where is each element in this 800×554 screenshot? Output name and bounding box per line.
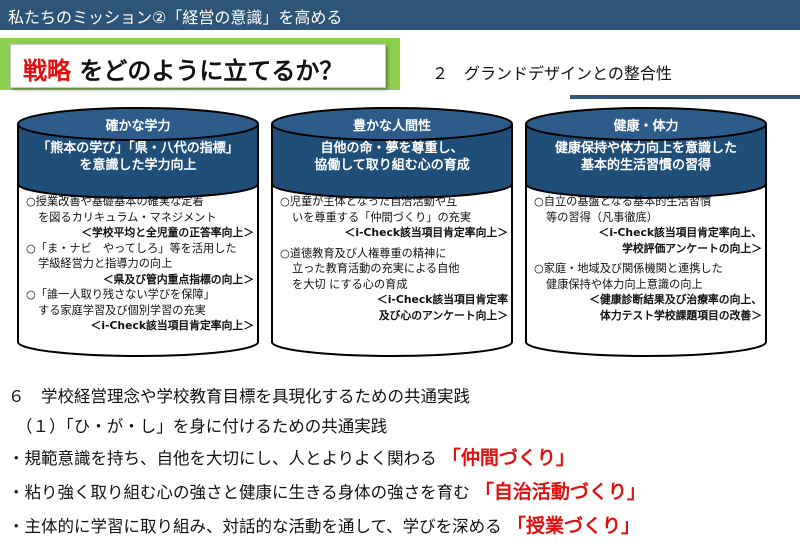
- headline-strong: 戦略: [23, 57, 71, 85]
- practice-row: ・主体的に学習に取り組み、対話的な活動を通して、学びを深める 「授業づくり」: [8, 515, 640, 537]
- pillar-shape: [525, 107, 767, 357]
- list-item: ○家庭・地域及び関係機関と連携した 健康保持や体力向上意識の向上 ＜健康診断結果…: [534, 262, 762, 322]
- pillar-items: ○児童が主体となった自治活動や互 いを尊重する「仲間づくり」の充実 ＜i-Che…: [280, 194, 508, 323]
- pillar-goal: 「熊本の学び」「県・八代の指標」 を意識した学力向上: [37, 141, 239, 173]
- list-item: ○「誰一人取り残さない学びを保障」 する家庭学習及び個別学習の充実 ＜i-Che…: [26, 288, 254, 332]
- list-item: ○授業改善や基礎基本の確実な定着 を図るカリキュラム・マネジメント ＜学校平均と…: [26, 195, 254, 239]
- headline-text: 戦略 をどのように立てるか？: [23, 51, 343, 86]
- practice-tag: 「仲間づくり」: [441, 447, 575, 469]
- pillar-goal: 健康保持や体力向上を意識した 基本的生活習慣の習得: [554, 141, 737, 173]
- pillar-humanity: 豊かな人間性 自他の命・夢を尊重し、 協働して取り組む心の育成 ○児童が主体とな…: [268, 104, 516, 358]
- pillar-health: 健康・体力 健康保持や体力向上を意識した 基本的生活習慣の習得 ○自立の基盤とな…: [522, 104, 770, 358]
- practice-tag: 「授業づくり」: [506, 515, 640, 537]
- list-item: ○道徳教育及び人権尊重の精神に 立った教育活動の充実による自他 を大切 にする心…: [280, 246, 508, 322]
- practice-subheading: （１）「ひ・が・し」を身に付けるための共通実践: [16, 417, 388, 436]
- pillar-shape: [271, 107, 513, 357]
- practice-tag: 「自治活動づくり」: [474, 481, 646, 503]
- practice-row: ・規範意識を持ち、自他を大切にし、人とよりよく関わる 「仲間づくり」: [8, 447, 575, 469]
- pillar-academic: 確かな学力 「熊本の学び」「県・八代の指標」 を意識した学力向上 ○授業改善や基…: [14, 104, 262, 358]
- pillar-title: 確かな学力: [105, 119, 171, 134]
- pillar-items: ○授業改善や基礎基本の確実な定着 を図るカリキュラム・マネジメント ＜学校平均と…: [26, 194, 254, 334]
- pillar-goal: 自他の命・夢を尊重し、 協働して取り組む心の育成: [314, 141, 470, 173]
- page-title: 私たちのミッション②「経営の意識」を高める: [8, 8, 343, 27]
- practice-heading: ６ 学校経営理念や学校教育目標を具現化するための共通実践: [8, 387, 470, 406]
- headline-rest: をどのように立てるか？: [79, 57, 344, 85]
- practice-row: ・粘り強く取り組む心の強さと健康に生きる身体の強さを育む 「自治活動づくり」: [8, 481, 646, 503]
- divider-line: [570, 95, 800, 99]
- list-item: ○児童が主体となった自治活動や互 いを尊重する「仲間づくり」の充実 ＜i-Che…: [280, 195, 508, 239]
- pillar-title: 豊かな人間性: [352, 119, 431, 134]
- pillar-title: 健康・体力: [613, 119, 679, 134]
- grand-design-heading: ２ グランドデザインとの整合性: [432, 64, 672, 83]
- title-bar: 私たちのミッション②「経営の意識」を高める: [0, 0, 800, 30]
- pillar-shape: [17, 107, 259, 357]
- pillar-items: ○自立の基盤となる基本的生活習慣 等の習得（凡事徹底） ＜i-Check該当項目…: [534, 194, 762, 323]
- headline-box: 戦略 をどのように立てるか？: [10, 44, 386, 88]
- list-item: ○自立の基盤となる基本的生活習慣 等の習得（凡事徹底） ＜i-Check該当項目…: [534, 195, 762, 255]
- list-item: ○「ま・ナビ やってしろ」等を活用した 学級経営力と指導力の向上 ＜県及び管内重…: [26, 241, 254, 286]
